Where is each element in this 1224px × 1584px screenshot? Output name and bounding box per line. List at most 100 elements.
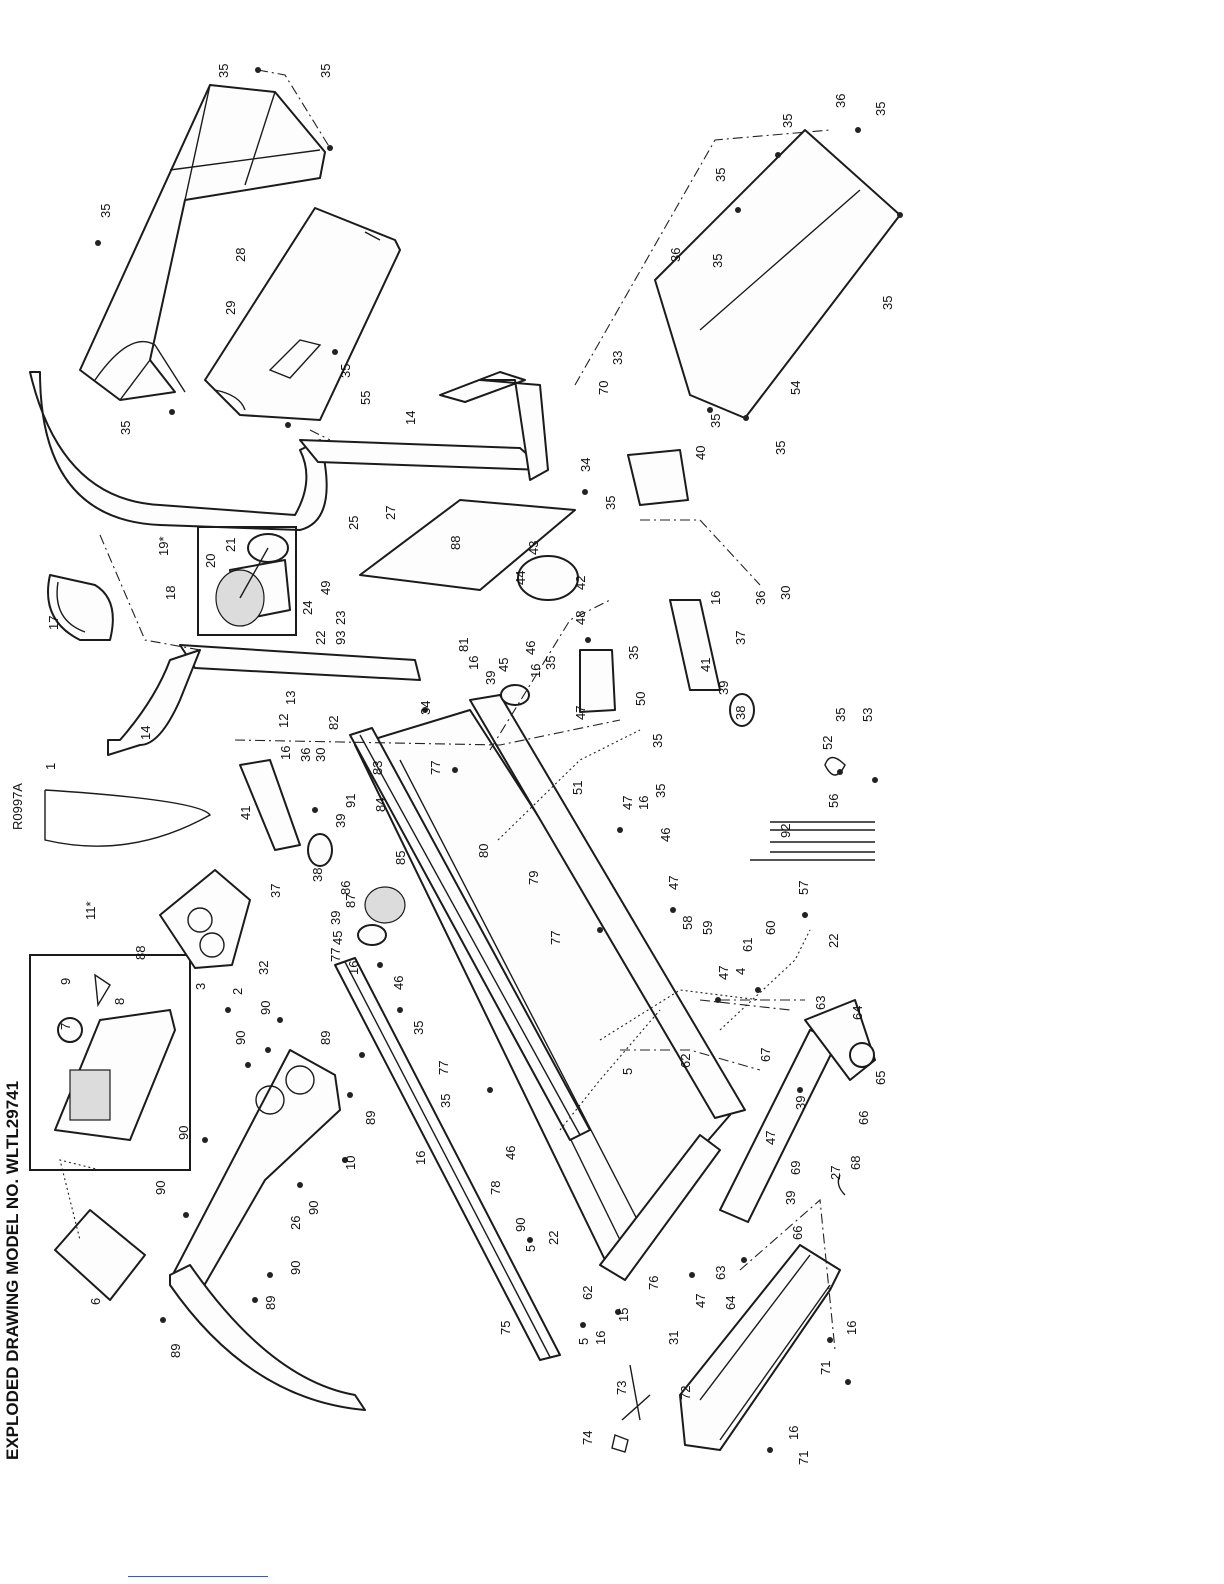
callout: 16	[844, 1321, 859, 1335]
callout: 40	[693, 446, 708, 460]
callout: 77	[328, 948, 343, 962]
callout: 31	[666, 1331, 681, 1345]
callout: 5	[523, 1245, 538, 1252]
console-base-26	[169, 1049, 341, 1311]
callout: 18	[163, 586, 178, 600]
callout: 16	[528, 664, 543, 678]
drive-belt-17	[47, 574, 114, 641]
callout: 83	[370, 761, 385, 775]
callout: 16	[278, 746, 293, 760]
callout: 51	[570, 781, 585, 795]
callout: 30	[778, 586, 793, 600]
callout: 77	[548, 931, 563, 945]
callout: 90	[513, 1218, 528, 1232]
callout: 90	[258, 1001, 273, 1015]
motor-assembly-19	[197, 526, 297, 636]
callout: 13	[283, 691, 298, 705]
callout: 35	[773, 441, 788, 455]
motor-hood-28	[79, 84, 326, 401]
handrail-lower-left	[107, 649, 201, 756]
callout: 91	[343, 794, 358, 808]
callout: 79	[526, 871, 541, 885]
callout: 16	[593, 1331, 608, 1345]
callout: 36	[833, 94, 848, 108]
callout: 22	[546, 1231, 561, 1245]
callout: 54	[788, 381, 803, 395]
callout: 35	[603, 496, 618, 510]
callout: 71	[818, 1361, 833, 1375]
callout: 39	[333, 814, 348, 828]
callout: 36	[668, 248, 683, 262]
callout: 35	[880, 296, 895, 310]
callout: 34	[418, 701, 433, 715]
callout: 29	[223, 301, 238, 315]
key-tag-1	[44, 789, 212, 847]
callout: 30	[313, 748, 328, 762]
callout: 35	[438, 1094, 453, 1108]
callout: 9	[58, 978, 73, 985]
callout: 61	[740, 938, 755, 952]
callout: 90	[288, 1261, 303, 1275]
callout: 89	[168, 1344, 183, 1358]
callout: 88	[448, 536, 463, 550]
frame-crossbar-76	[599, 1134, 721, 1281]
callout: 19*	[156, 536, 171, 556]
callout: 34	[578, 458, 593, 472]
callout: 63	[813, 996, 828, 1010]
motor-disc-44	[517, 555, 579, 601]
callout: 87	[343, 894, 358, 908]
callout: 23	[333, 611, 348, 625]
bottom-rule	[128, 1576, 268, 1577]
callout: 35	[708, 414, 723, 428]
callout: 62	[580, 1286, 595, 1300]
callout: 53	[860, 708, 875, 722]
callout: 41	[238, 806, 253, 820]
wheel-bracket-41-right	[669, 599, 755, 727]
callout: 35	[338, 364, 353, 378]
callout: 5	[620, 1068, 635, 1075]
callout: 35	[626, 646, 641, 660]
callout: 50	[633, 692, 648, 706]
pulley-45-rear	[500, 684, 530, 706]
callout: 2	[230, 988, 245, 995]
callout: 46	[658, 828, 673, 842]
callout: 76	[646, 1276, 661, 1290]
revision-code: R0997A	[10, 783, 25, 830]
callout: 35	[216, 64, 231, 78]
callout: 39	[328, 911, 343, 925]
callout: 5	[576, 1338, 591, 1345]
callout: 52	[820, 736, 835, 750]
callout: 38	[310, 868, 325, 882]
callout: 41	[698, 658, 713, 672]
callout: 11*	[83, 901, 98, 920]
callout: 35	[873, 102, 888, 116]
callout: 28	[233, 248, 248, 262]
callout-labels: 35 35 35 28 29 35 35 55 14 25 27 19* 20 …	[43, 64, 895, 1465]
callout: 64	[723, 1296, 738, 1310]
callout: 16	[708, 591, 723, 605]
callout: 32	[256, 961, 271, 975]
callout: 47	[716, 966, 731, 980]
callout: 45	[330, 931, 345, 945]
callout: 46	[523, 641, 538, 655]
speaker-cover-32	[159, 869, 251, 969]
callout: 66	[856, 1111, 871, 1125]
callout: 90	[176, 1126, 191, 1140]
crossbar-69	[719, 1029, 839, 1223]
callout: 25	[346, 516, 361, 530]
callout: 26	[288, 1216, 303, 1230]
callout: 59	[700, 921, 715, 935]
callout: 86	[338, 881, 353, 895]
callout: 78	[488, 1181, 503, 1195]
callout: 85	[393, 851, 408, 865]
rear-end-cap-72	[679, 1244, 841, 1451]
callout: 65	[873, 1071, 888, 1085]
callout: 48	[573, 611, 588, 625]
callout: 39	[716, 681, 731, 695]
callout: 90	[153, 1181, 168, 1195]
incline-bracket-63	[804, 999, 876, 1081]
callout: 14	[403, 411, 418, 425]
callout: 73	[614, 1381, 629, 1395]
callout: 82	[326, 716, 341, 730]
